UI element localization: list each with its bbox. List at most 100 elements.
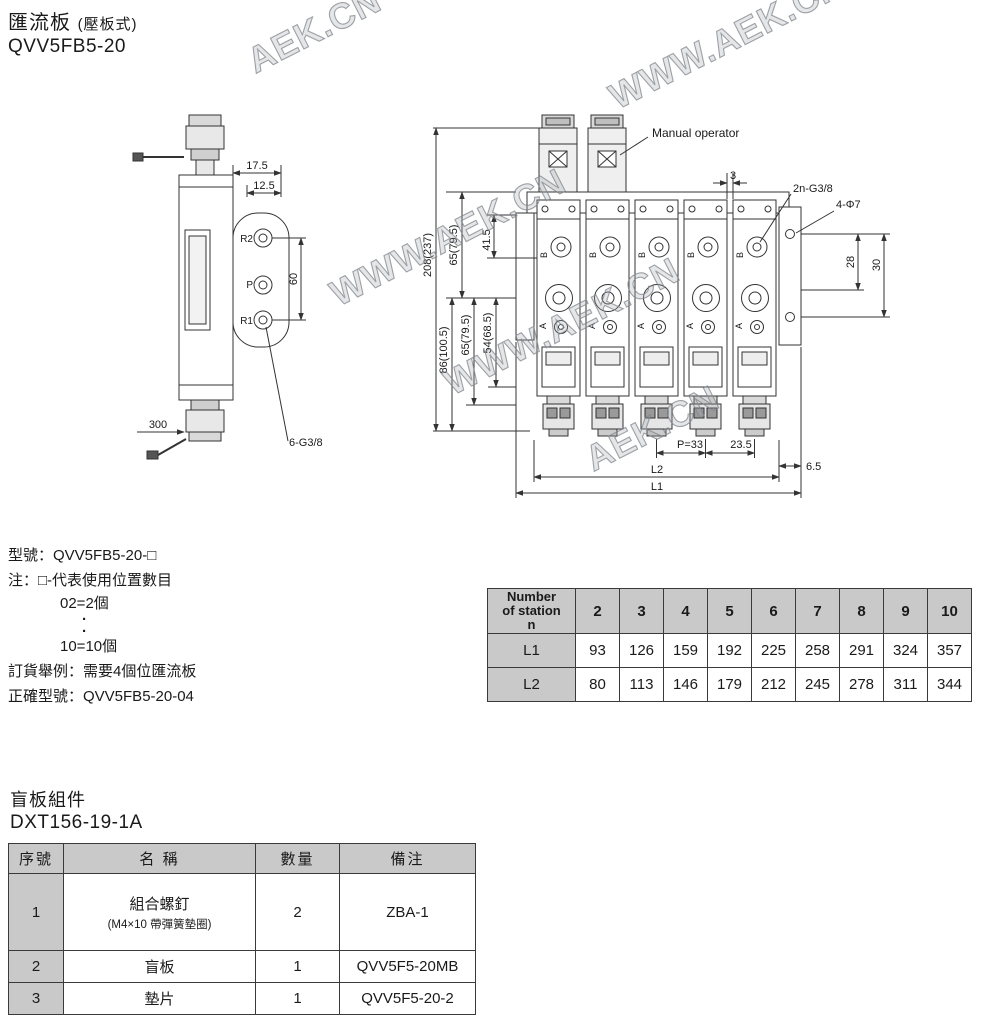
dim-65-top: 65(79.5) [448,225,460,266]
side-view-dimension-lines [137,165,306,442]
watermark: AEK.CN [240,0,388,81]
table-row-l1: L1 93 126 159 192 225 258 291 324 357 [487,633,972,668]
cell: 324 [883,633,928,668]
cell-name: 墊片 [63,982,256,1015]
cell-name: 盲板 [63,950,256,983]
ellipsis-dot: · [82,623,87,640]
cell: 93 [575,633,620,668]
cell: 146 [663,667,708,702]
blank-plate-parts-table: 序號 名 稱 數量 備注 1 組合螺釘 (M4×10 帶彈簧墊圈) 2 ZBA-… [8,843,476,1015]
dim-300: 300 [149,419,167,431]
station-header-line: of station [502,603,561,618]
mounting-holes-label: 4-Φ7 [836,199,861,211]
valve-station-4 [683,199,728,437]
station-col-header: 9 [883,588,928,634]
dim-23-5: 23.5 [730,439,751,451]
dim-30: 30 [871,259,883,271]
cell-remark: QVV5F5-20-2 [339,982,476,1015]
station-table-header-row: Number of station n 2 3 4 5 6 7 8 9 10 [487,588,972,634]
page-title-text: 匯流板 [8,12,71,34]
manual-operator-label: Manual operator [652,126,739,140]
valve-station-1 [536,199,581,437]
header-qty: 數量 [255,843,340,874]
page-title-note: (壓板式) [77,16,138,33]
side-view-port-labels: R2 P R1 [240,234,253,327]
station-col-header: 10 [927,588,972,634]
cell: 159 [663,633,708,668]
order-correct-line: 正確型號：QVV5FB5-20-04 [8,688,194,705]
cell-no: 2 [8,950,64,983]
thread-label: 2n-G3/8 [793,183,833,195]
technical-drawing: B A [132,114,890,498]
cell: 291 [839,633,884,668]
dim-17-5: 17.5 [246,160,267,172]
dim-12-5: 12.5 [253,180,274,192]
cell: 225 [751,633,796,668]
front-view-dimension-labels: Manual operator 3 2n-G3/8 4-Φ7 208(237) … [422,126,883,493]
cell: 179 [707,667,752,702]
cell-remark: ZBA-1 [339,873,476,951]
row-label: L1 [487,633,576,668]
pilot-valve-1 [538,114,578,193]
cell: 278 [839,667,884,702]
order-sample-line: 訂貨舉例：需要4個位匯流板 [8,663,197,680]
port-p-label: P [246,280,253,291]
cell: 344 [927,667,972,702]
port-r2-label: R2 [240,234,253,245]
blank-plate-title: 盲板組件 [10,790,86,810]
station-col-header: 6 [751,588,796,634]
dim-l1: L1 [651,481,663,493]
dim-54: 54(68.5) [482,313,494,354]
port-r1-label: R1 [240,316,253,327]
station-col-header: 8 [839,588,884,634]
row-label: L2 [487,667,576,702]
cell: 80 [575,667,620,702]
side-view [132,114,290,460]
product-model: QVV5FB5-20 [8,36,126,57]
ordering-info: 型號：QVV5FB5-20-□ 注：□-代表使用位置數目 02=2個 · · 1… [8,546,196,706]
dim-pitch: P=33 [677,439,703,451]
valve-station-3 [634,199,679,437]
cell: 126 [619,633,664,668]
dim-60: 60 [288,273,300,285]
cell-qty: 1 [255,982,340,1015]
valve-station-2 [585,199,630,437]
cell: 113 [619,667,664,702]
ports-thread-label: 6-G3/8 [289,437,323,449]
dim-41-5: 41.5 [481,229,493,250]
cell-no: 1 [8,873,64,951]
dim-86: 86(100.5) [438,326,450,373]
side-view-dimension-labels: 17.5 12.5 60 300 6-G3/8 [149,160,323,449]
parts-table-row: 2 盲板 1 QVV5F5-20MB [8,950,476,983]
parts-table-header-row: 序號 名 稱 數量 備注 [8,843,476,874]
order-note-line: 注：□-代表使用位置數目 [8,572,173,589]
cell-qty: 1 [255,950,340,983]
front-view-dimension-lines [433,127,890,498]
dim-total-height: 208(237) [422,233,434,277]
station-col-header: 4 [663,588,708,634]
station-dimension-table: Number of station n 2 3 4 5 6 7 8 9 10 L… [487,588,972,702]
header-no: 序號 [8,843,64,874]
dim-3: 3 [730,170,736,182]
cell: 212 [751,667,796,702]
dim-28: 28 [845,256,857,268]
blank-plate-model: DXT156-19-1A [10,812,143,833]
part-name-note: (M4×10 帶彈簧墊圈) [107,918,212,931]
station-header-cell: Number of station n [487,588,576,634]
station-col-header: 3 [619,588,664,634]
dim-6-5: 6.5 [806,461,821,473]
order-example-10: 10=10個 [60,638,118,655]
header-name: 名 稱 [63,843,256,874]
station-col-header: 7 [795,588,840,634]
cell: 245 [795,667,840,702]
station-header-line: n [527,617,536,632]
page-title: 匯流板 (壓板式) [8,6,138,35]
station-col-header: 2 [575,588,620,634]
header-remark: 備注 [339,843,476,874]
pilot-valve-2 [587,114,627,193]
cell-name: 組合螺釘 (M4×10 帶彈簧墊圈) [63,873,256,951]
ellipsis-dot: · [82,611,87,628]
cell: 357 [927,633,972,668]
parts-table-row: 3 墊片 1 QVV5F5-20-2 [8,982,476,1015]
station-header-line: Number [506,589,557,604]
